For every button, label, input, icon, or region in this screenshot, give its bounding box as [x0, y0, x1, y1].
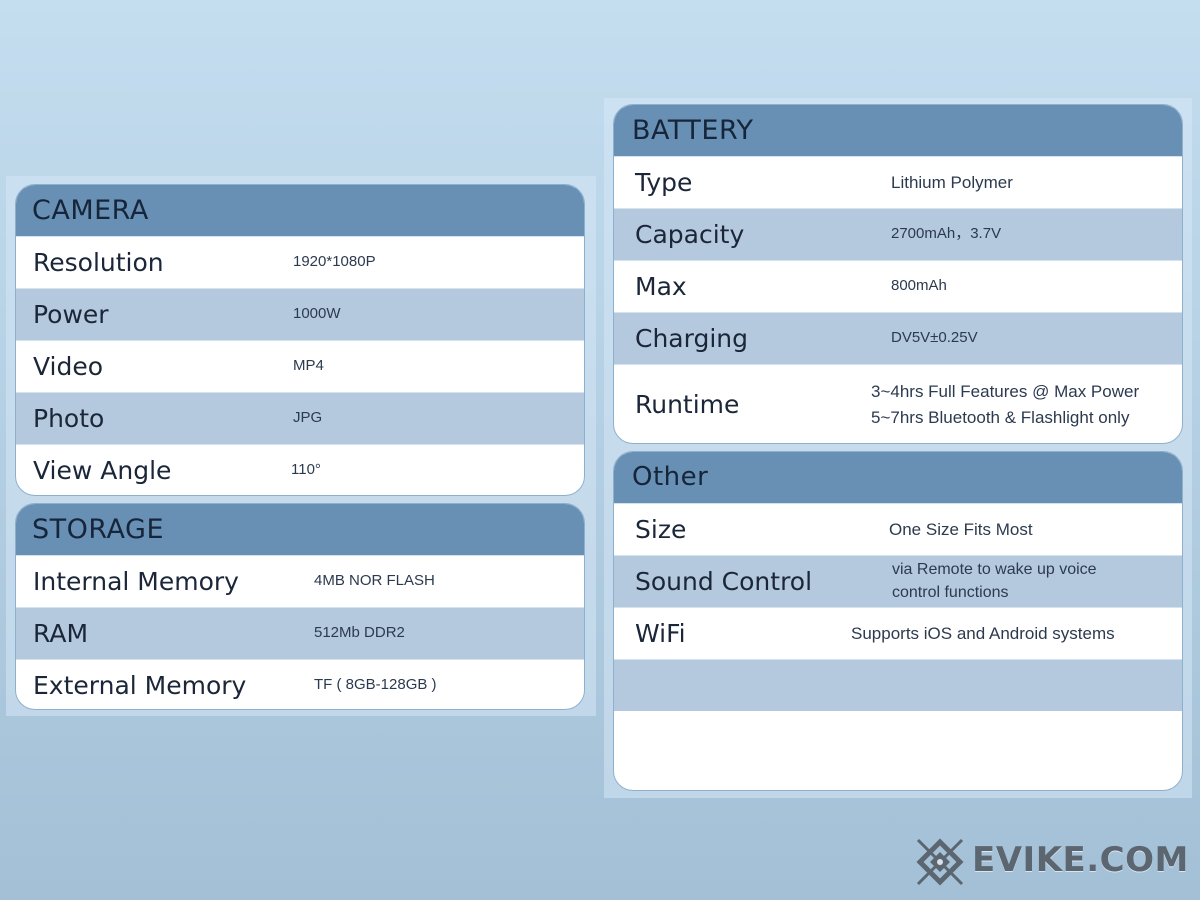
row-label: Size [635, 515, 687, 544]
value-line: 3~4hrs Full Features @ Max Power [871, 382, 1140, 401]
table-row: Video MP4 [16, 340, 584, 392]
storage-card: STORAGE Internal Memory 4MB NOR FLASH RA… [15, 503, 585, 710]
row-label: Charging [635, 324, 748, 353]
table-row: WiFi Supports iOS and Android systems [614, 607, 1182, 659]
table-row: Capacity 2700mAh，3.7V [614, 208, 1182, 260]
table-row: RAM 512Mb DDR2 [16, 607, 584, 659]
row-label: Type [635, 168, 693, 197]
row-value: DV5V±0.25V [891, 329, 978, 347]
battery-card: BATTERY Type Lithium Polymer Capacity 27… [613, 104, 1183, 444]
row-value: 512Mb DDR2 [314, 624, 405, 642]
battery-header: BATTERY [614, 105, 1182, 156]
evike-logo: EVIKE.COM [910, 830, 1190, 890]
camera-header: CAMERA [16, 185, 584, 236]
row-label: Max [635, 272, 687, 301]
row-label: Capacity [635, 220, 745, 249]
value-line: 5~7hrs Bluetooth & Flashlight only [871, 407, 1130, 427]
table-row: Size One Size Fits Most [614, 503, 1182, 555]
value-line: control functions [892, 583, 1009, 601]
table-row: External Memory TF ( 8GB-128GB ) [16, 659, 584, 709]
row-label: Resolution [33, 248, 164, 277]
row-value: 1920*1080P [293, 253, 376, 271]
other-header: Other [614, 452, 1182, 503]
table-row: Power 1000W [16, 288, 584, 340]
row-label: RAM [33, 619, 89, 648]
row-value: 110° [291, 461, 321, 479]
table-row: Photo JPG [16, 392, 584, 444]
row-label: Internal Memory [33, 567, 239, 596]
table-row: Max 800mAh [614, 260, 1182, 312]
row-value: 1000W [293, 305, 341, 323]
row-label: View Angle [33, 456, 172, 485]
row-label: Runtime [635, 390, 740, 419]
row-value: 3~4hrs Full Features @ Max Power 5~7hrs … [871, 365, 1140, 443]
table-row: Type Lithium Polymer [614, 156, 1182, 208]
other-card: Other Size One Size Fits Most Sound Cont… [613, 451, 1183, 791]
table-row: View Angle 110° [16, 444, 584, 495]
row-value: 2700mAh，3.7V [891, 225, 1002, 243]
row-value: via Remote to wake up voice control func… [892, 556, 1097, 607]
row-label: Sound Control [635, 567, 813, 596]
value-line: via Remote to wake up voice [892, 561, 1097, 579]
row-label: Photo [33, 404, 105, 433]
table-row: Runtime 3~4hrs Full Features @ Max Power… [614, 364, 1182, 443]
row-label: Video [33, 352, 104, 381]
row-label: Power [33, 300, 109, 329]
row-value: TF ( 8GB-128GB ) [314, 676, 437, 694]
empty-row [614, 659, 1182, 711]
row-value: Lithium Polymer [891, 172, 1013, 192]
evike-logo-icon [916, 838, 964, 886]
table-row: Resolution 1920*1080P [16, 236, 584, 288]
row-value: MP4 [293, 357, 324, 375]
row-value: One Size Fits Most [889, 519, 1033, 539]
row-value: 4MB NOR FLASH [314, 572, 435, 590]
camera-card: CAMERA Resolution 1920*1080P Power 1000W… [15, 184, 585, 496]
evike-logo-text: EVIKE.COM [972, 840, 1189, 880]
table-row: Internal Memory 4MB NOR FLASH [16, 555, 584, 607]
row-label: WiFi [635, 619, 686, 648]
row-label: External Memory [33, 671, 247, 700]
table-row: Sound Control via Remote to wake up voic… [614, 555, 1182, 607]
row-value: Supports iOS and Android systems [851, 623, 1115, 643]
row-value: JPG [293, 409, 323, 427]
row-value: 800mAh [891, 277, 947, 295]
storage-header: STORAGE [16, 504, 584, 555]
table-row: Charging DV5V±0.25V [614, 312, 1182, 364]
